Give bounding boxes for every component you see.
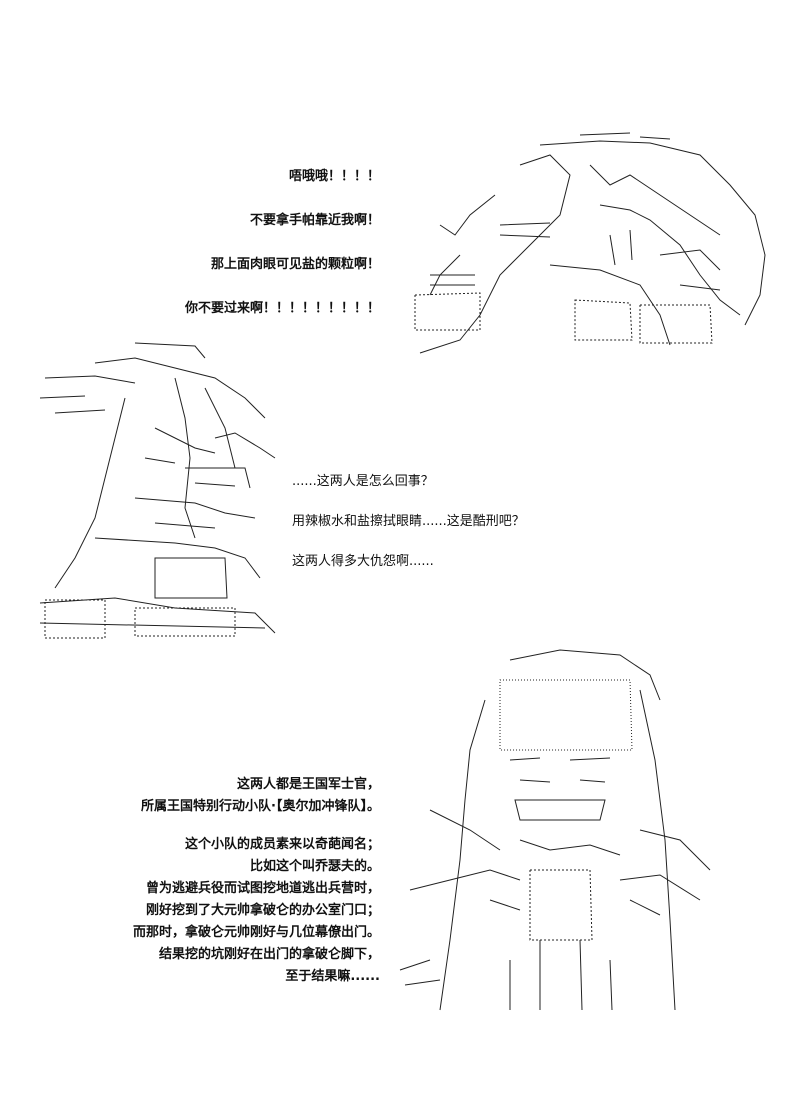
panel1-dialogue: 唔哦哦！！！！ 不要拿手帕靠近我啊！ 那上面肉眼可见盐的颗粒啊！ 你不要过来啊！… [185, 168, 380, 344]
panel2-line-1: ......这两人是怎么回事？ [292, 474, 434, 489]
panel3-line-5: 曾为逃避兵役而试图挖地道逃出兵营时， [145, 881, 380, 896]
panel1-line-1: 唔哦哦！！！！ [288, 169, 380, 184]
panel2-dialogue: ......这两人是怎么回事？ 用辣椒水和盐擦拭眼睛......这是酷刑吧？ 这… [292, 473, 525, 593]
panel3-line-1: 这两人都是王国军士官， [236, 777, 380, 792]
panel3-line-2: 所属王国特别行动小队·【奥尔加冲锋队】。 [141, 799, 380, 814]
panel1-line-3: 那上面肉眼可见盐的颗粒啊！ [210, 257, 380, 272]
panel2-line-3: 这两人得多大仇怨啊...... [292, 554, 434, 569]
panel3-line-8: 结果挖的坑刚好在出门的拿破仑脚下， [158, 947, 380, 962]
panel3-line-7: 而那时，拿破仑元帅刚好与几位幕僚出门。 [132, 925, 380, 940]
ascii-art-character-screaming [400, 125, 770, 360]
paragraph-gap [133, 818, 380, 834]
panel3-line-3: 这个小队的成员素来以奇葩闻名； [184, 837, 380, 852]
panel2-line-2: 用辣椒水和盐擦拭眼睛......这是酷刑吧？ [292, 514, 525, 529]
panel3-line-6: 刚好挖到了大元帅拿破仑的办公室门口； [145, 903, 380, 918]
ascii-art-character-standing [390, 640, 720, 1015]
panel1-line-2: 不要拿手帕靠近我啊！ [249, 213, 380, 228]
panel3-line-4: 比如这个叫乔瑟夫的。 [249, 859, 380, 874]
panel3-line-9: 至于结果嘛...... [285, 969, 380, 984]
panel3-narration: 这两人都是王国军士官， 所属王国特别行动小队·【奥尔加冲锋队】。 这个小队的成员… [133, 774, 380, 988]
panel1-line-4: 你不要过来啊！！！！！！！！！ [184, 301, 380, 316]
ascii-art-character-sitting [35, 338, 285, 640]
